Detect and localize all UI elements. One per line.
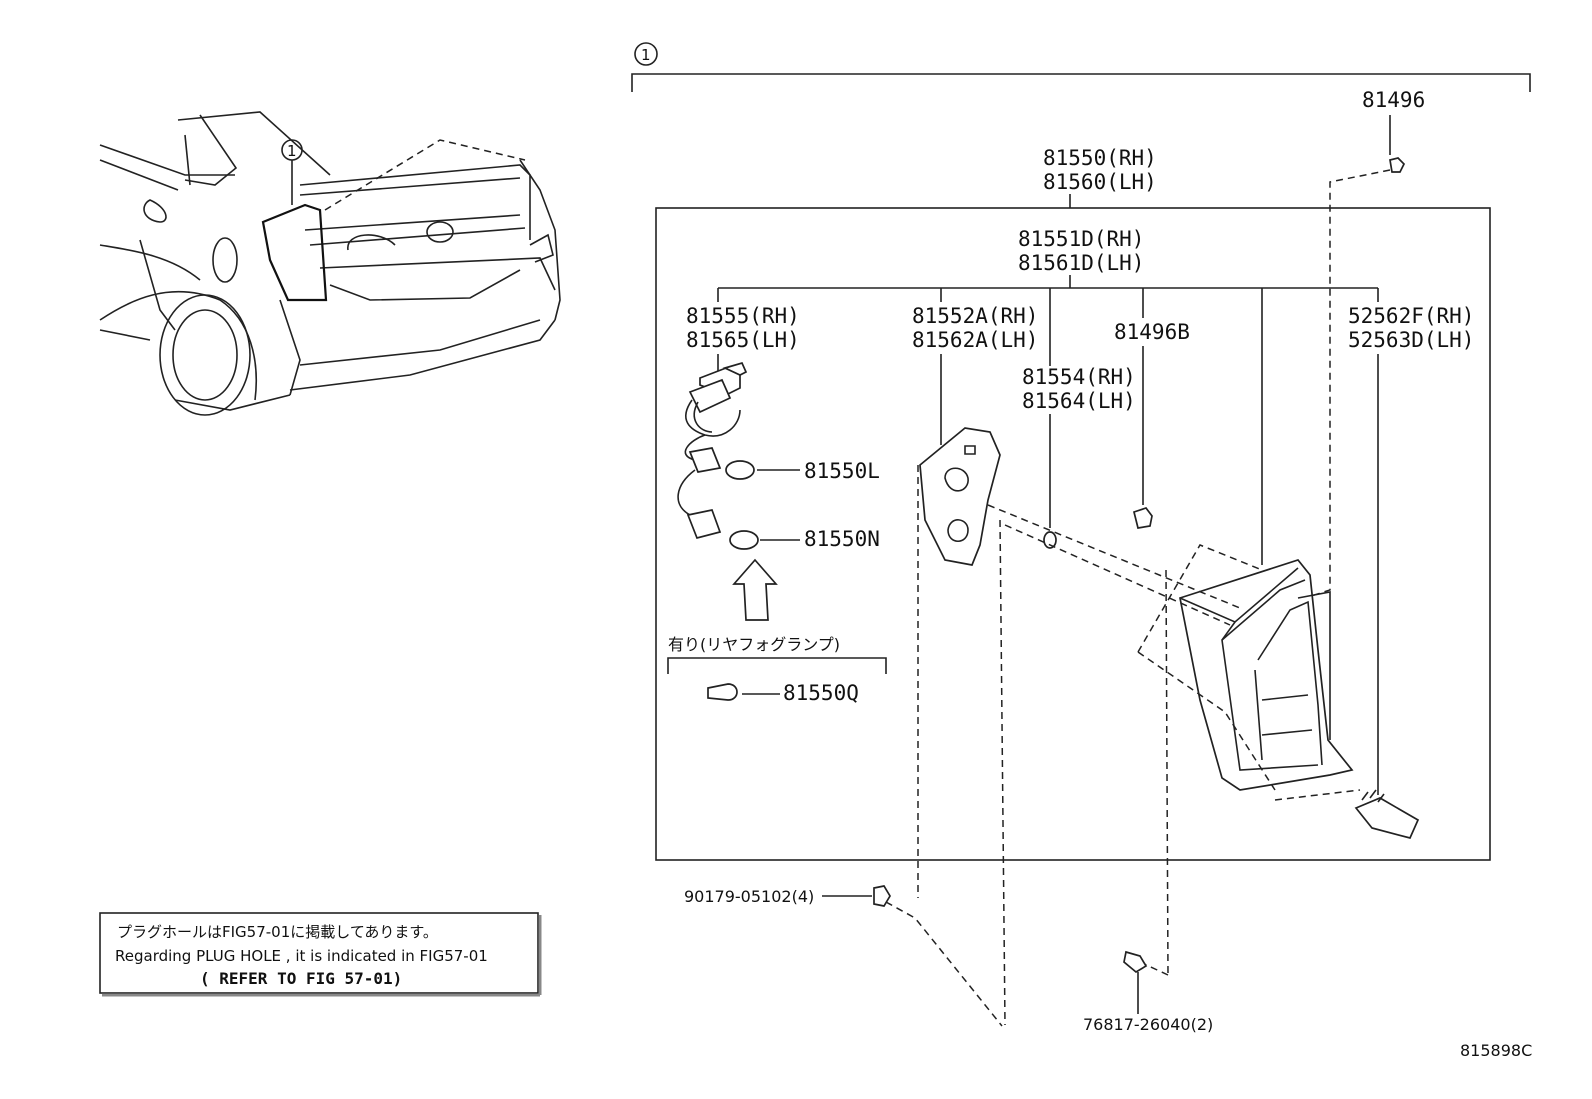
note-line-en: Regarding PLUG HOLE , it is indicated in…: [115, 947, 488, 965]
label-81550q: 81550Q: [783, 681, 859, 705]
clip-81496b-icon: [1132, 506, 1153, 529]
label-76817-26040: 76817-26040(2): [1083, 1015, 1213, 1034]
label-52563d-lh: 52563D(LH): [1348, 328, 1474, 352]
leader-tree: [717, 275, 1379, 565]
label-81560-lh: 81560(LH): [1043, 170, 1157, 194]
label-81550l: 81550L: [804, 459, 880, 483]
label-81565-lh: 81565(LH): [686, 328, 800, 352]
label-81554-rh: 81554(RH): [1022, 365, 1136, 389]
label-90179-05102: 90179-05102(4): [684, 887, 814, 906]
label-81550-rh: 81550(RH): [1043, 146, 1157, 170]
label-52562f-rh: 52562F(RH): [1348, 304, 1474, 328]
callout-1-car: 1: [287, 142, 297, 160]
label-81496: 81496: [1362, 88, 1425, 112]
dashed-assembly-lines: [885, 465, 1361, 1027]
label-81551d-rh: 81551D(RH): [1018, 227, 1144, 251]
tail-lamp-housing-icon: [1179, 559, 1354, 791]
note-line-jp: プラグホールはFIG57-01に掲載してあります。: [117, 923, 438, 941]
socket-wire-assembly-icon: [677, 361, 759, 550]
label-rear-fog-option: 有り(リヤフォグランプ): [668, 635, 840, 654]
screw-76817-icon: [1123, 950, 1148, 974]
assembly-bracket: 1: [631, 42, 1531, 92]
figure-id: 815898C: [1460, 1041, 1532, 1060]
clip-81496-icon: [1389, 157, 1406, 173]
bulb-81550q-icon: [707, 683, 738, 701]
assembly-box: [655, 207, 1491, 861]
arrow-up-icon: [732, 558, 778, 621]
gasket-81554-icon: [1043, 531, 1057, 549]
callout-1-assembly: 1: [641, 46, 651, 64]
label-81561d-lh: 81561D(LH): [1018, 251, 1144, 275]
note-line-refer: ( REFER TO FIG 57-01): [200, 969, 402, 988]
connector-52562-icon: [1354, 789, 1420, 840]
socket-plate-icon: [919, 427, 1001, 566]
label-81555-rh: 81555(RH): [686, 304, 800, 328]
label-81552a-rh: 81552A(RH): [912, 304, 1038, 328]
label-81550n: 81550N: [804, 527, 880, 551]
nut-90179-icon: [873, 885, 891, 907]
label-81496b: 81496B: [1114, 320, 1190, 344]
car-rear-illustration: 1: [99, 111, 561, 416]
label-81562a-lh: 81562A(LH): [912, 328, 1038, 352]
label-81564-lh: 81564(LH): [1022, 389, 1136, 413]
plug-hole-note: プラグホールはFIG57-01に掲載してあります。 Regarding PLUG…: [99, 912, 542, 997]
